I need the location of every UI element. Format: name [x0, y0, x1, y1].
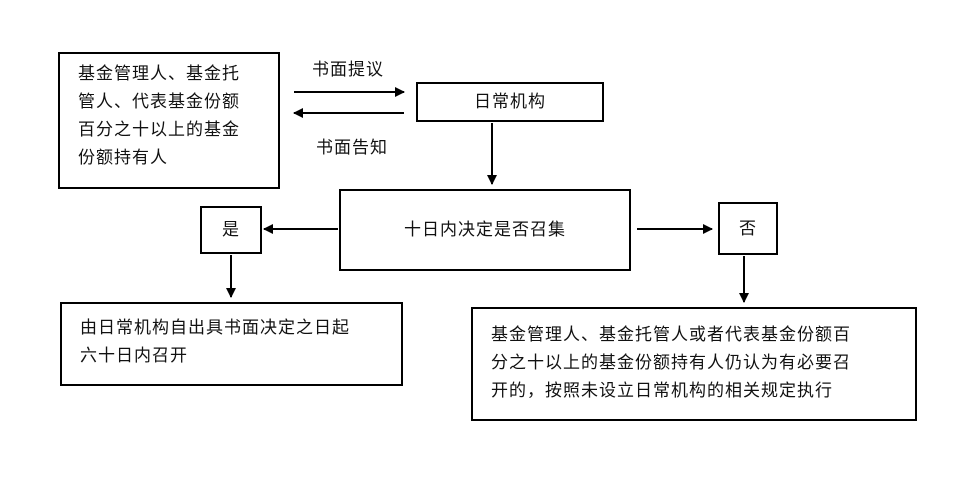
node-no-text: 否 — [739, 218, 757, 239]
node-else-text: 基金管理人、基金托管人或者代表基金份额百 分之十以上的基金份额持有人仍认为有必要… — [491, 325, 851, 401]
node-within60-text: 由日常机构自出具书面决定之日起 六十日内召开 — [80, 318, 350, 366]
node-holders-text: 基金管理人、基金托 管人、代表基金份额 百分之十以上的基金 份额持有人 — [78, 64, 240, 168]
node-else: 基金管理人、基金托管人或者代表基金份额百 分之十以上的基金份额持有人仍认为有必要… — [471, 307, 917, 421]
edge-label-notice: 书面告知 — [316, 138, 388, 158]
node-institution-text: 日常机构 — [474, 92, 546, 112]
node-within60: 由日常机构自出具书面决定之日起 六十日内召开 — [60, 302, 403, 386]
node-holders: 基金管理人、基金托 管人、代表基金份额 百分之十以上的基金 份额持有人 — [58, 52, 280, 189]
edge-label-proposal: 书面提议 — [312, 60, 384, 80]
node-institution: 日常机构 — [416, 82, 604, 122]
node-yes: 是 — [200, 206, 262, 254]
node-decide: 十日内决定是否召集 — [339, 189, 631, 271]
node-yes-text: 是 — [222, 220, 240, 240]
node-no: 否 — [718, 202, 778, 255]
node-decide-text: 十日内决定是否召集 — [404, 220, 566, 240]
